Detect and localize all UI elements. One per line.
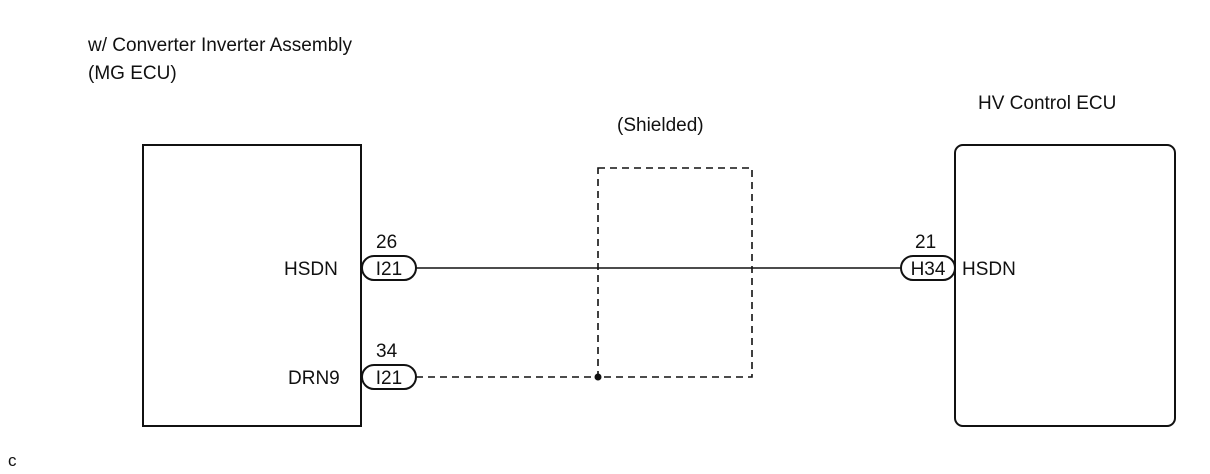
right-pin-hsdn-connector-label: H34 [911,259,946,280]
left-pin-hsdn-number: 26 [376,232,397,253]
left-component-title-line1: w/ Converter Inverter Assembly [87,35,352,56]
left-pin-drn9-connector [361,364,417,390]
right-pin-hsdn-connector [900,255,956,281]
left-component-title-line2: (MG ECU) [88,63,177,84]
left-pin-hsdn-connector-label: I21 [376,259,402,280]
shield-outline [597,167,753,378]
left-pin-drn9-name: DRN9 [288,368,340,389]
left-pin-drn9-connector-label: I21 [376,368,402,389]
right-component-box [954,144,1176,427]
shield-ground-junction [594,373,602,381]
corner-mark: c [8,451,17,470]
left-pin-hsdn-name: HSDN [284,259,338,280]
left-pin-hsdn-connector [361,255,417,281]
right-pin-hsdn-name: HSDN [962,259,1016,280]
right-component-title: HV Control ECU [978,93,1116,114]
left-pin-drn9-number: 34 [376,341,398,362]
right-pin-hsdn-number: 21 [915,232,936,253]
shield-label: (Shielded) [617,115,704,136]
left-component-box [142,144,362,427]
